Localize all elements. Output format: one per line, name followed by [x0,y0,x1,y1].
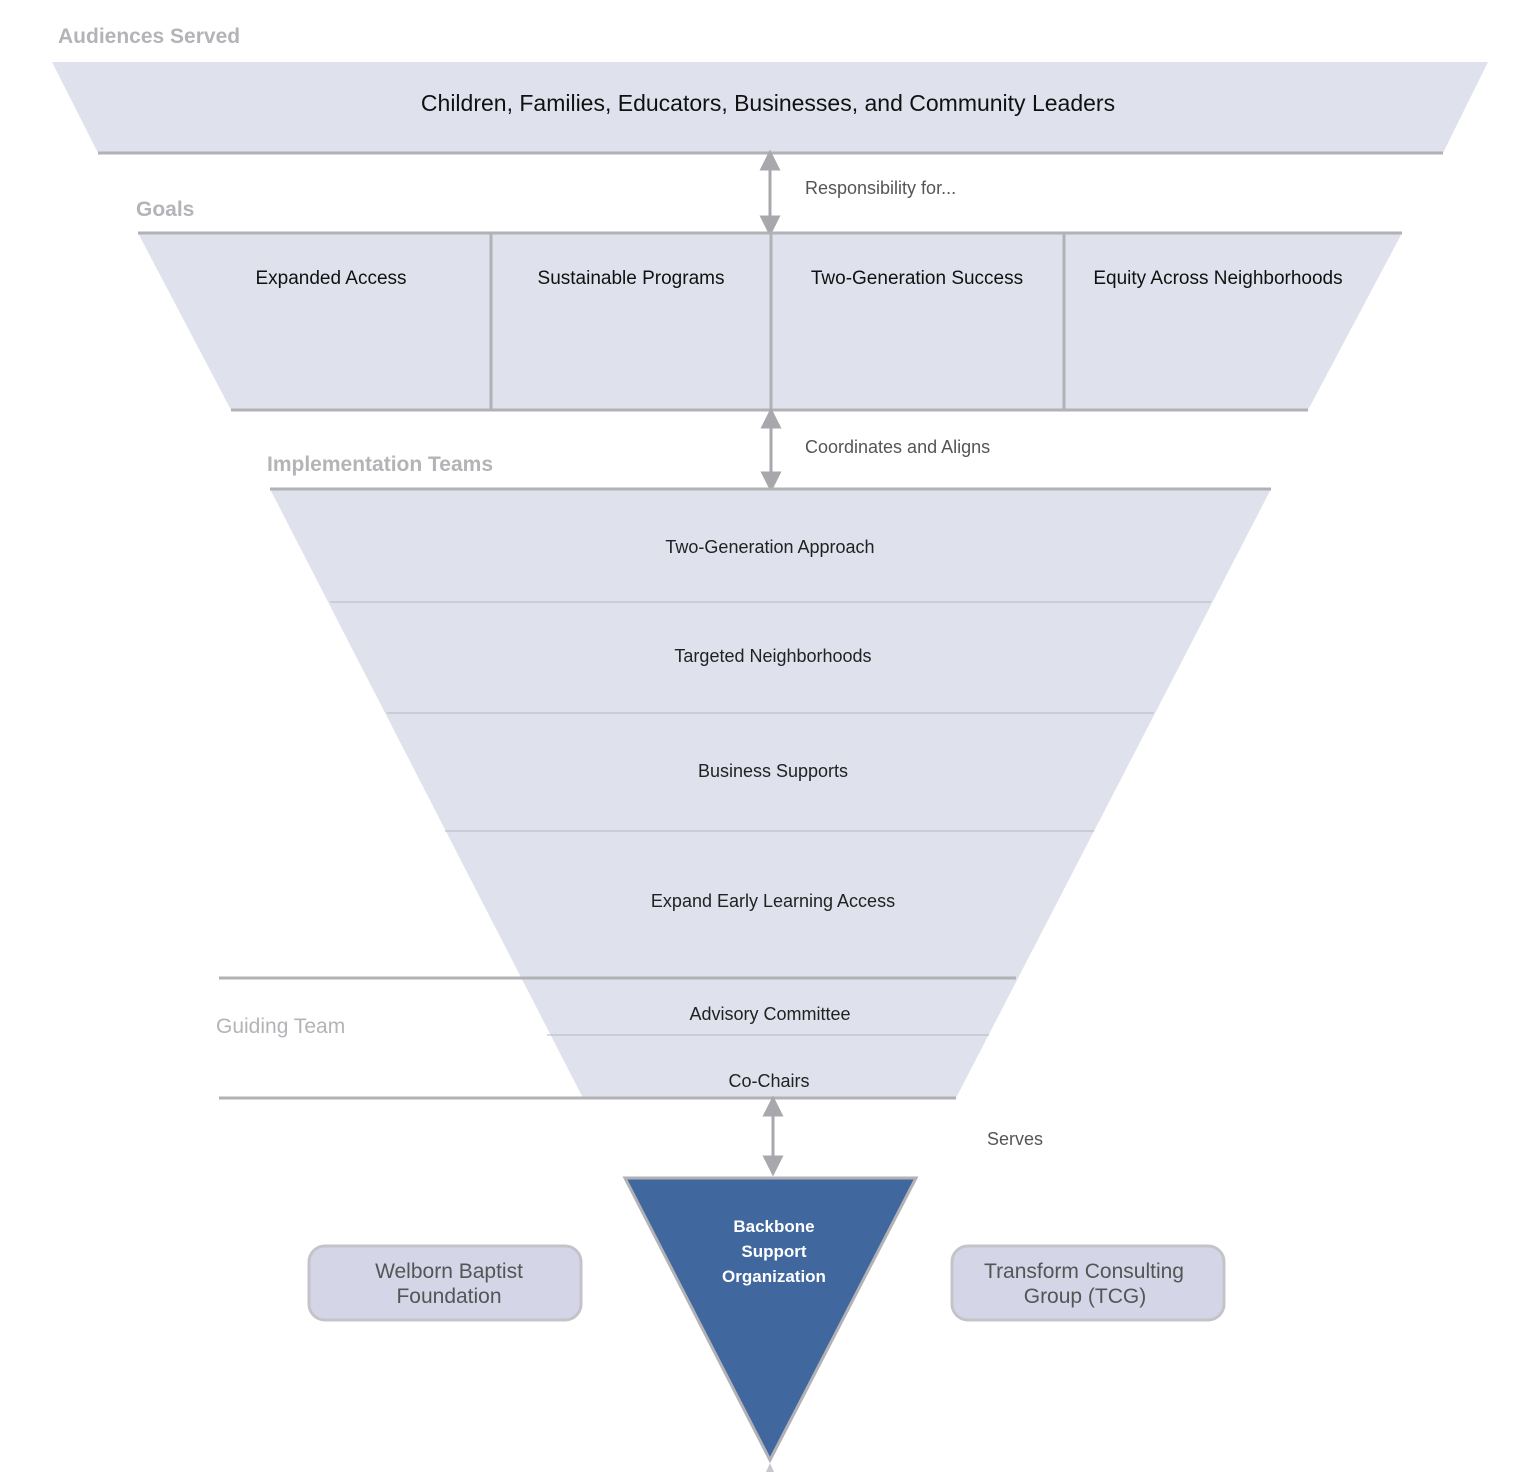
goals-section-label: Goals [136,198,194,221]
partner-tcg-line1: Transform Consulting [984,1260,1184,1283]
partner-welborn-line2: Foundation [396,1285,501,1308]
serves-label: Serves [987,1129,1043,1149]
bottom-arrow-tip [766,1463,774,1472]
goal-expanded-access: Expanded Access [255,268,406,289]
team-two-generation-approach: Two-Generation Approach [665,537,874,557]
backbone-triangle [622,1176,919,1464]
responsibility-label: Responsibility for... [805,178,956,198]
backbone-label-line2: Support [741,1242,806,1261]
coordinates-label: Coordinates and Aligns [805,437,990,457]
audiences-panel [52,62,1488,153]
guiding-co-chairs: Co-Chairs [728,1071,809,1091]
team-expand-early-learning-access: Expand Early Learning Access [651,891,895,911]
team-business-supports: Business Supports [698,761,848,781]
guiding-advisory-committee: Advisory Committee [689,1004,850,1024]
backbone-label-line1: Backbone [733,1217,814,1236]
guiding-section-label: Guiding Team [216,1015,345,1038]
partner-tcg-line2: Group (TCG) [1024,1285,1147,1308]
audiences-section-label: Audiences Served [58,25,240,48]
backbone-label-line3: Organization [722,1267,826,1286]
goal-equity-across-neighborhoods: Equity Across Neighborhoods [1093,268,1342,289]
partner-welborn-line1: Welborn Baptist [375,1260,523,1283]
teams-funnel [270,489,1271,1098]
partner-box-tcg [950,1244,1226,1322]
goal-sustainable-programs: Sustainable Programs [538,268,725,289]
partner-box-welborn [307,1244,583,1322]
teams-section-label: Implementation Teams [267,453,493,476]
goal-two-generation-success: Two-Generation Success [811,268,1023,289]
audiences-text: Children, Families, Educators, Businesse… [421,90,1115,116]
team-targeted-neighborhoods: Targeted Neighborhoods [674,646,871,666]
